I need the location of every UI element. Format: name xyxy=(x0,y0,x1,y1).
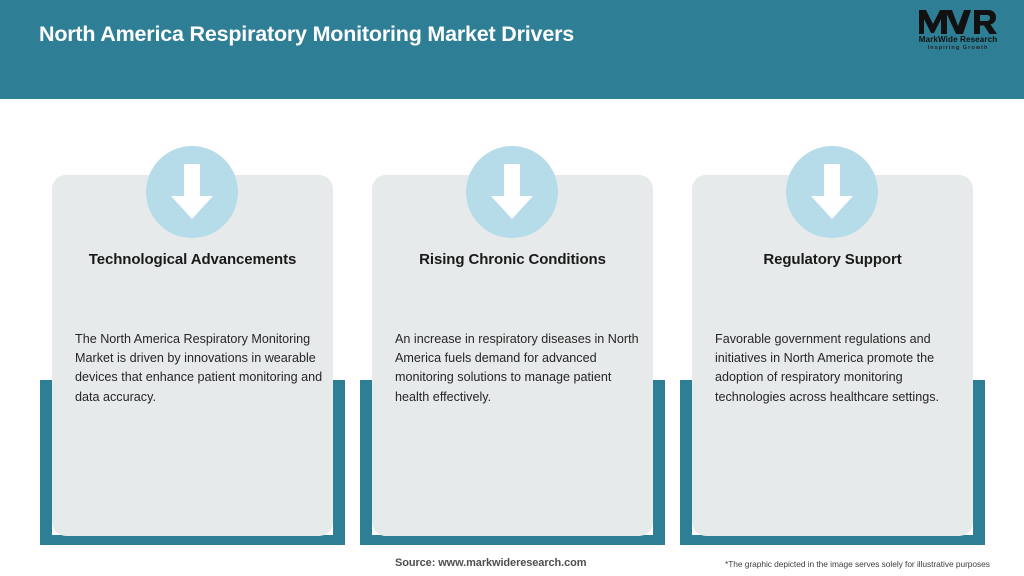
arrow-down-icon xyxy=(786,146,878,238)
card-title: Technological Advancements xyxy=(88,251,297,268)
card-title: Rising Chronic Conditions xyxy=(419,251,606,268)
driver-card-2[interactable]: Rising Chronic Conditions An increase in… xyxy=(360,146,665,546)
arrow-down-icon xyxy=(466,146,558,238)
card-body-text: An increase in respiratory diseases in N… xyxy=(395,332,639,404)
arrow-down-glyph xyxy=(171,164,213,219)
source-note: Source: www.markwideresearch.com xyxy=(395,557,587,569)
card-body-text: Favorable government regulations and ini… xyxy=(715,332,940,404)
card-title: Regulatory Support xyxy=(763,251,902,268)
page-title: North America Respiratory Monitoring Mar… xyxy=(39,22,574,46)
brand-logo: MarkWide Research Inspiring Growth xyxy=(910,9,1006,57)
driver-card-3[interactable]: Regulatory Support Favorable government … xyxy=(680,146,985,546)
logo-name: MarkWide Research xyxy=(918,35,998,44)
card-body-text: The North America Respiratory Monitoring… xyxy=(75,332,323,404)
arrow-down-icon xyxy=(146,146,238,238)
logo-tagline: Inspiring Growth xyxy=(927,44,989,51)
arrow-down-glyph xyxy=(811,164,853,219)
header-band: North America Respiratory Monitoring Mar… xyxy=(0,0,1024,99)
driver-card-1[interactable]: Technological Advancements The North Ame… xyxy=(40,146,345,546)
disclaimer-note: *The graphic depicted in the image serve… xyxy=(725,559,990,569)
arrow-down-glyph xyxy=(491,164,533,219)
mwr-logo-icon xyxy=(919,10,997,34)
